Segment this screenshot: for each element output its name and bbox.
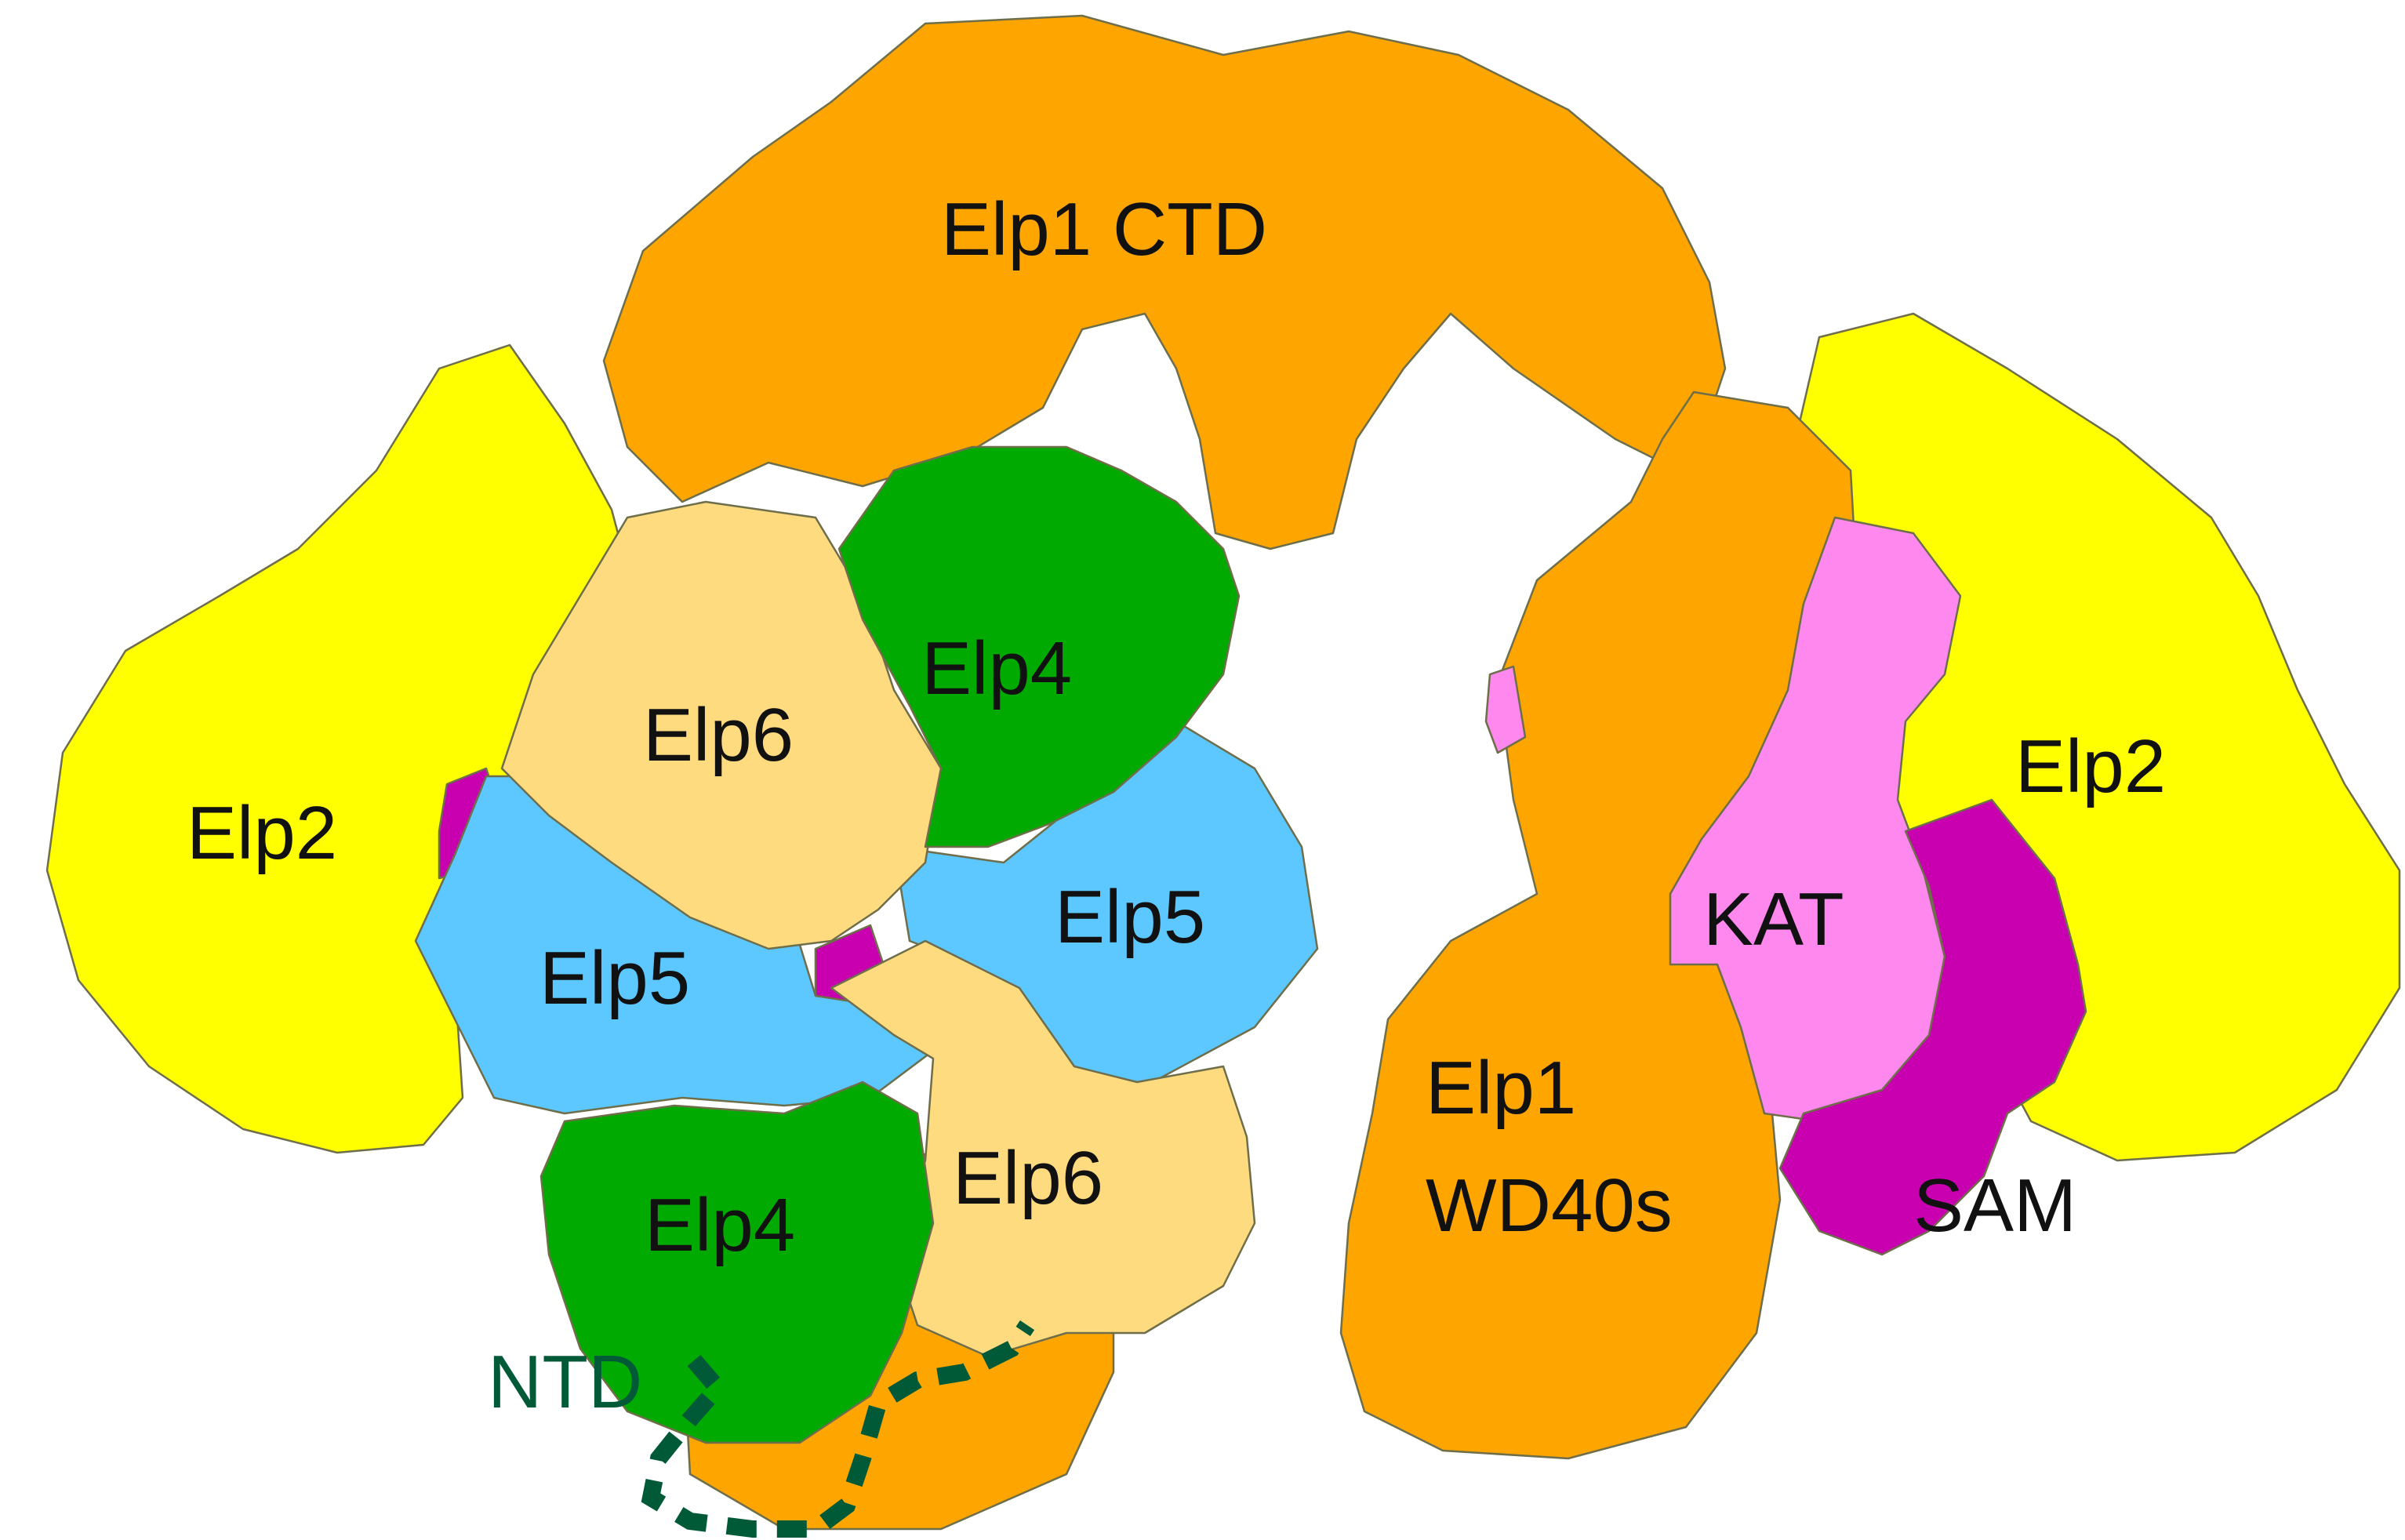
elp6-bottom-shape <box>830 939 1256 1358</box>
elp1-ctd-label: Elp1 CTD <box>941 187 1267 271</box>
sam-shape <box>1778 798 2087 1256</box>
elp1-wd40s-label-line1: Elp1 <box>1426 1046 1576 1130</box>
elp5-left-label: Elp5 <box>539 936 690 1020</box>
elp2-left-label: Elp2 <box>187 791 337 875</box>
elp4-top-label: Elp4 <box>921 627 1072 710</box>
kat-accent-left <box>1484 665 1527 754</box>
elp2-right-label: Elp2 <box>2015 725 2166 808</box>
ntd-dashed-trace <box>641 1320 1035 1538</box>
elp1-wd40s-label-line2: WD40s <box>1426 1164 1673 1248</box>
sam-label: SAM <box>1913 1164 2076 1248</box>
elp4-top-shape <box>837 445 1241 848</box>
ntd-label: NTD <box>488 1340 642 1424</box>
kat-label: KAT <box>1703 877 1844 961</box>
elp4-bottom-shape <box>539 1081 935 1444</box>
elp6-bottom-label: Elp6 <box>953 1136 1103 1220</box>
elp6-top-label: Elp6 <box>643 693 794 777</box>
elp4-bottom-label: Elp4 <box>645 1183 795 1267</box>
elp5-right-label: Elp5 <box>1055 875 1205 959</box>
elp1-ctd-shape <box>602 14 1727 550</box>
